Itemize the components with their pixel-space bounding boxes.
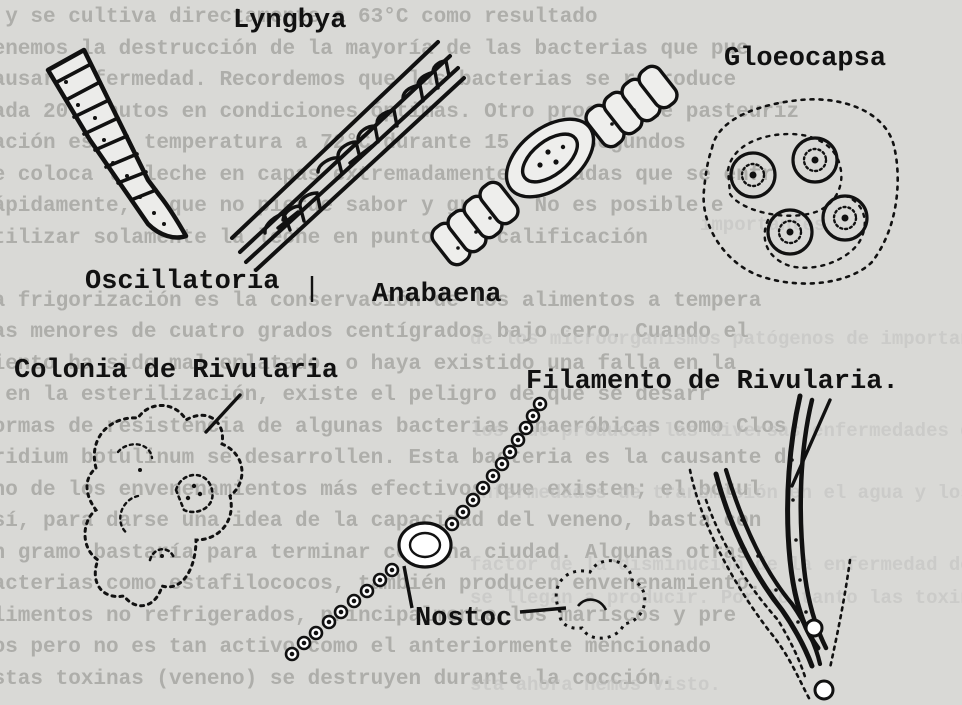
lyngbya-drawing [232, 42, 464, 270]
label-gloeocapsa: Gloeocapsa [724, 44, 886, 74]
rivularia-colony-drawing [85, 395, 242, 606]
anabaena-drawing [428, 62, 681, 268]
label-lyngbya: Lyngbya [233, 6, 346, 36]
label-colonia-rivularia: Colonia de Rivularia [14, 356, 338, 386]
label-oscillatoria: Oscillatoria [85, 267, 279, 297]
label-anabaena: Anabaena [372, 280, 502, 310]
gloeocapsa-drawing [704, 99, 898, 283]
rivularia-filament-drawing [690, 396, 850, 700]
label-filamento-rivularia: Filamento de Rivularia. [526, 367, 899, 397]
oscillatoria-drawing [48, 50, 186, 238]
label-nostoc: Nostoc [415, 604, 512, 634]
